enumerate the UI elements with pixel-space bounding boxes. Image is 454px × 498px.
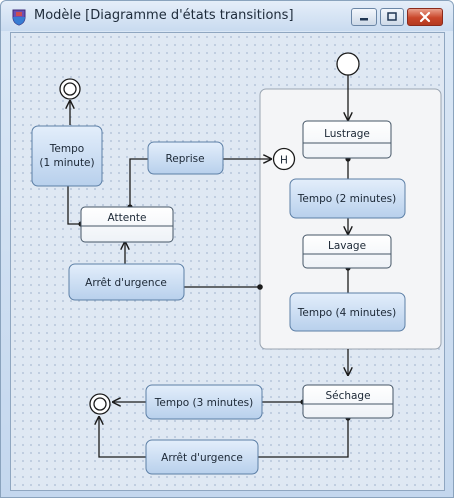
- history-label: H: [280, 155, 288, 167]
- diagram-canvas[interactable]: H: [10, 32, 445, 491]
- state-sechage[interactable]: Séchage: [302, 384, 394, 419]
- state-attente[interactable]: Attente: [80, 206, 174, 243]
- history-state[interactable]: H: [272, 147, 296, 171]
- maximize-button[interactable]: [380, 8, 404, 26]
- event-tempo-3-label: Tempo (3 minutes): [154, 397, 253, 409]
- state-sechage-label: Séchage: [325, 390, 370, 402]
- final-state-top[interactable]: [59, 78, 81, 100]
- event-tempo-1-minute[interactable]: Tempo (1 minute): [31, 125, 103, 187]
- event-arret-2-label: Arrêt d'urgence: [161, 452, 243, 464]
- edge-sechage-arret2: [258, 418, 349, 458]
- event-tempo-4-label: Tempo (4 minutes): [297, 307, 396, 319]
- event-tempo-2-label: Tempo (2 minutes): [297, 193, 396, 205]
- minimize-button[interactable]: [351, 8, 377, 26]
- state-lustrage-label: Lustrage: [324, 128, 370, 140]
- edge-attente-tempo1: [67, 186, 81, 225]
- final-state-bottom[interactable]: [89, 393, 111, 415]
- edge-arret2-final: [99, 417, 146, 458]
- state-lavage-label: Lavage: [328, 240, 366, 252]
- event-arret-1-label: Arrêt d'urgence: [85, 277, 167, 289]
- state-attente-label: Attente: [108, 212, 147, 224]
- state-diagram: H: [31, 52, 442, 475]
- event-tempo-4-minutes[interactable]: Tempo (4 minutes): [289, 292, 406, 332]
- shield-app-icon: [12, 9, 26, 26]
- state-lavage[interactable]: Lavage: [302, 234, 392, 269]
- event-arret-urgence-2[interactable]: Arrêt d'urgence: [145, 439, 259, 475]
- state-lustrage[interactable]: Lustrage: [302, 120, 392, 159]
- event-tempo-3-minutes[interactable]: Tempo (3 minutes): [145, 384, 263, 420]
- event-arret-urgence-1[interactable]: Arrêt d'urgence: [68, 263, 185, 301]
- event-reprise[interactable]: Reprise: [147, 141, 224, 175]
- event-reprise-label: Reprise: [165, 153, 204, 165]
- title-bar[interactable]: Modèle [Diagramme d'états transitions]: [1, 1, 453, 31]
- event-tempo-1-line2: (1 minute): [39, 157, 94, 169]
- event-tempo-2-minutes[interactable]: Tempo (2 minutes): [289, 178, 406, 219]
- edge-attente-reprise: [129, 158, 148, 207]
- close-button[interactable]: [407, 8, 443, 26]
- close-icon: [419, 11, 431, 23]
- minimize-icon: [360, 18, 368, 21]
- maximize-icon: [387, 12, 397, 21]
- event-tempo-1-line1: Tempo: [49, 143, 84, 155]
- window-title: Modèle [Diagramme d'états transitions]: [34, 8, 294, 23]
- transitions: [67, 75, 349, 458]
- initial-state[interactable]: [336, 52, 360, 76]
